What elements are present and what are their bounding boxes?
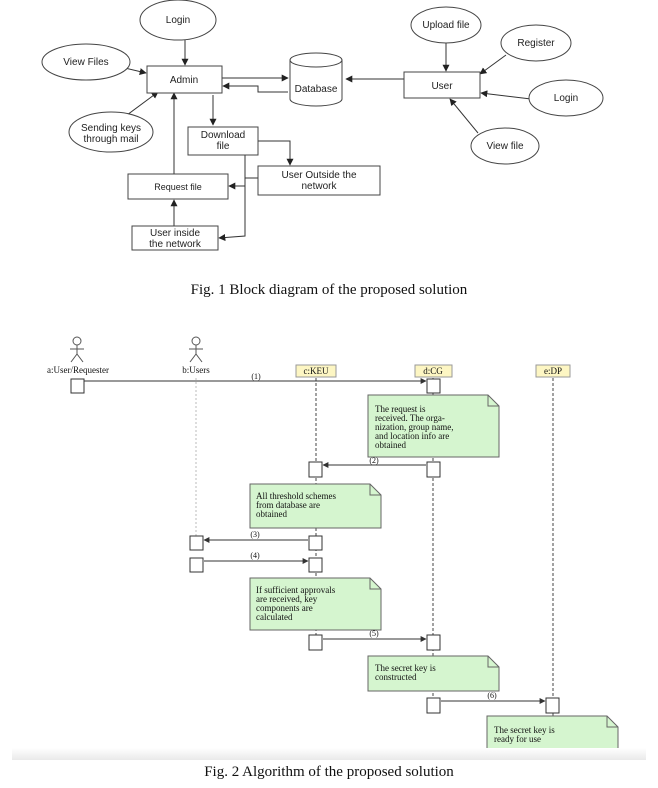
view-file-label: View file bbox=[486, 141, 523, 152]
requester-label: a:User/Requester bbox=[47, 365, 109, 375]
note-3-line2: are received, key bbox=[256, 594, 318, 604]
admin-label: Admin bbox=[170, 75, 198, 86]
download-file-line1: Download bbox=[201, 130, 245, 141]
user-outside-line1: User Outside the bbox=[281, 170, 356, 181]
note-4-line2: constructed bbox=[375, 672, 417, 682]
cg-activation-2 bbox=[426, 461, 441, 478]
block-diagram: Login View Files Sending keys through ma… bbox=[41, 0, 604, 251]
note-1-line5: obtained bbox=[375, 440, 406, 450]
edge-viewfile-user bbox=[449, 98, 479, 134]
user-label: User bbox=[431, 81, 453, 92]
users-activation-1 bbox=[189, 535, 204, 551]
download-file-box: Download file bbox=[187, 126, 259, 156]
sending-keys-line1: Sending keys bbox=[81, 123, 141, 134]
request-file-label: Request file bbox=[154, 182, 202, 192]
user-inside-box: User inside the network bbox=[131, 225, 219, 251]
keu-header: c:KEU bbox=[295, 364, 337, 378]
sequence-diagram: a:User/Requester b:Users c:KEU d:CG e:DP bbox=[47, 336, 619, 756]
note-3-line3: components are bbox=[256, 603, 313, 613]
upload-file-node: Upload file bbox=[410, 6, 482, 44]
login-top-node: Login bbox=[139, 0, 217, 41]
message-4-label: (4) bbox=[250, 551, 260, 560]
figure-1-caption: Fig. 1 Block diagram of the proposed sol… bbox=[190, 282, 468, 298]
edge-outside-request bbox=[228, 177, 258, 190]
edge-login-user bbox=[480, 90, 532, 100]
upload-file-label: Upload file bbox=[422, 20, 470, 31]
note-5-line2: ready for use bbox=[494, 734, 541, 744]
view-file-node: View file bbox=[470, 127, 540, 165]
register-label: Register bbox=[517, 38, 555, 49]
note-2-line1: All threshold schemes bbox=[256, 491, 336, 501]
cg-activation-4 bbox=[426, 697, 441, 714]
users-actor bbox=[189, 336, 203, 363]
user-outside-box: User Outside the network bbox=[257, 165, 381, 196]
dp-label: e:DP bbox=[544, 366, 562, 376]
edge-download-inside bbox=[218, 154, 246, 242]
view-files-node: View Files bbox=[41, 43, 131, 81]
message-6-label: (6) bbox=[487, 691, 497, 700]
users-activation-2 bbox=[189, 557, 204, 573]
register-node: Register bbox=[500, 24, 572, 62]
requester-actor bbox=[70, 336, 84, 363]
message-5-label: (5) bbox=[369, 629, 379, 638]
note-5-line1: The secret key is bbox=[494, 725, 555, 735]
sending-keys-line2: through mail bbox=[83, 134, 138, 145]
message-2-label: (2) bbox=[369, 456, 379, 465]
user-outside-line2: network bbox=[301, 181, 337, 192]
note-request-received: The request is received. The orga- nizat… bbox=[367, 394, 500, 458]
note-1-line4: and location info are bbox=[375, 431, 449, 441]
cg-activation-1 bbox=[426, 378, 441, 394]
edge-database-admin bbox=[222, 82, 288, 93]
keu-label: c:KEU bbox=[304, 366, 329, 376]
cg-activation-3 bbox=[426, 634, 441, 651]
user-inside-line1: User inside bbox=[150, 228, 200, 239]
cg-label: d:CG bbox=[423, 366, 443, 376]
note-1-line1: The request is bbox=[375, 404, 426, 414]
cg-header: d:CG bbox=[414, 364, 453, 378]
message-1-label: (1) bbox=[251, 372, 261, 381]
figure-2-caption: Fig. 2 Algorithm of the proposed solutio… bbox=[204, 764, 454, 780]
note-2-line2: from database are bbox=[256, 500, 320, 510]
dp-header: e:DP bbox=[535, 364, 571, 378]
note-threshold-schemes: All threshold schemes from database are … bbox=[249, 483, 382, 529]
edge-download-outside bbox=[258, 140, 294, 166]
download-file-line2: file bbox=[217, 141, 230, 152]
note-4-line1: The secret key is bbox=[375, 663, 436, 673]
edge-viewfiles-admin bbox=[124, 67, 147, 75]
login-right-label: Login bbox=[554, 93, 578, 104]
keu-activation-1 bbox=[308, 461, 323, 478]
message-3-label: (3) bbox=[250, 530, 260, 539]
note-1-line2: received. The orga- bbox=[375, 413, 445, 423]
keu-activation-4 bbox=[308, 634, 323, 651]
admin-box: Admin bbox=[146, 65, 223, 94]
keu-activation-3 bbox=[308, 557, 323, 573]
request-file-box: Request file bbox=[127, 173, 229, 200]
user-box: User bbox=[403, 71, 481, 99]
requester-activation bbox=[70, 378, 85, 394]
edge-register-user bbox=[479, 54, 507, 75]
note-sufficient-approvals: If sufficient approvals are received, ke… bbox=[249, 577, 382, 631]
user-inside-line2: the network bbox=[149, 239, 202, 250]
figure-2-bottom-edge bbox=[12, 748, 646, 760]
database-label: Database bbox=[295, 84, 338, 95]
note-secret-key-constructed: The secret key is constructed bbox=[367, 655, 500, 692]
note-3-line1: If sufficient approvals bbox=[256, 585, 336, 595]
note-1-line3: nization, group name, bbox=[375, 422, 453, 432]
note-3-line4: calculated bbox=[256, 612, 293, 622]
view-files-label: View Files bbox=[63, 57, 108, 68]
database-cylinder: Database bbox=[289, 52, 343, 107]
keu-activation-2 bbox=[308, 535, 323, 551]
login-right-node: Login bbox=[528, 79, 604, 117]
users-label: b:Users bbox=[182, 365, 210, 375]
sending-keys-node: Sending keys through mail bbox=[68, 111, 154, 153]
note-2-line3: obtained bbox=[256, 509, 287, 519]
login-top-label: Login bbox=[166, 15, 190, 26]
dp-activation bbox=[545, 697, 560, 714]
